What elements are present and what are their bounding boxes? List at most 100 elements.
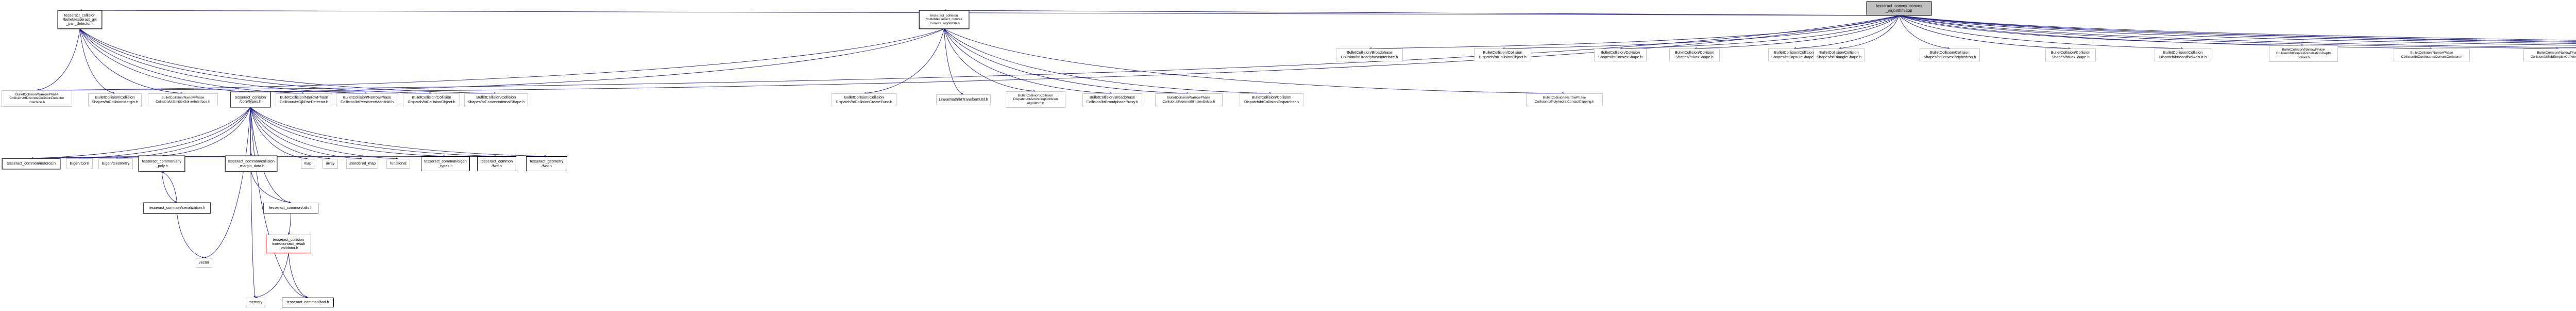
graph-edge [31,107,251,160]
graph-edge [79,28,115,94]
graph-edge [79,28,432,95]
graph-node[interactable]: Eigen/Geometry [98,158,133,169]
graph-edge [1369,15,1900,50]
graph-edge [250,107,331,160]
graph-edge [250,28,944,93]
graph-node[interactable]: BulletCollision/NarrowPhase Collision/bt… [2394,48,2470,61]
graph-node[interactable]: memory [246,298,265,307]
graph-edge [250,107,256,298]
graph-edge [1899,15,2304,47]
graph-node[interactable]: tesseract_collision /core/contact_result… [266,235,311,253]
graph-edge [255,253,289,299]
graph-node[interactable]: tesseract_collision /core/types.h [230,92,270,107]
graph-edge [250,107,446,158]
graph-edge [1899,15,1950,50]
graph-edge [251,171,291,204]
graph-edge [1899,15,2576,48]
graph-edge [79,28,251,93]
graph-edge [79,28,183,94]
graph-node[interactable]: array [323,159,338,169]
graph-edge [161,107,251,157]
graph-node[interactable]: BulletCollision/Collision Shapes/btConve… [464,93,528,106]
graph-edge [1694,15,1900,50]
graph-node[interactable]: BulletCollision/Collision Dispatch/btAct… [1006,91,1065,108]
graph-node[interactable]: BulletCollision/Collision Dispatch/btCol… [832,93,896,106]
graph-edge [79,28,497,95]
graph-node[interactable]: tesseract_geometry /fwd.h [526,156,567,171]
graph-node[interactable]: map [301,159,314,169]
graph-edge [1839,15,1900,50]
graph-edge [1793,15,1900,50]
graph-node[interactable]: BulletCollision/Collision Dispatch/btCol… [1240,93,1303,106]
graph-node[interactable]: tesseract_common/fwd.h [282,298,334,307]
graph-edge [161,171,177,203]
graph-node[interactable]: BulletCollision/Collision Shapes/btBoxSh… [2045,48,2096,61]
graph-edge [944,28,964,95]
graph-node[interactable]: BulletCollision/Collision Shapes/btBoxSh… [1669,48,1720,61]
graph-edge [250,107,291,204]
graph-edge [944,9,1900,16]
graph-node[interactable]: tesseract_common/serialization.h [143,203,211,214]
graph-edge [79,28,367,95]
graph-node[interactable]: BulletCollision/Broadphase Collision/btB… [1336,48,1403,61]
graph-node[interactable]: BulletCollision/Collision Dispatch/btCol… [403,93,460,106]
graph-node[interactable]: tesseract_common/macros.h [2,158,60,169]
graph-node[interactable]: tesseract_common/any _poly.h [139,156,185,172]
graph-edge [1899,15,2576,43]
graph-node[interactable]: LinearMath/btTransformUtil.h [936,94,991,105]
graph-node[interactable]: BulletCollision/Broadphase Collision/btB… [1082,93,1142,106]
graph-node[interactable]: BulletCollision/NarrowPhase Collision/bt… [276,93,332,106]
graph-edge [37,28,80,91]
graph-edge [204,107,251,259]
graph-node[interactable]: BulletCollision/NarrowPhase Collision/bt… [148,93,218,106]
graph-node[interactable]: tesseract_collision /bullet/tesseract_co… [919,10,969,29]
graph-edge [1899,15,2432,50]
graph-edge [79,107,251,160]
graph-edge [250,107,308,160]
graph-node[interactable]: vector [196,258,212,268]
graph-node[interactable]: BulletCollision/NarrowPhase Collision/bt… [1526,93,1603,106]
graph-edge [944,28,1565,95]
graph-edge [1899,15,2576,46]
graph-node[interactable]: BulletCollision/NarrowPhase Collision/bt… [2523,48,2576,61]
graph-node[interactable]: Eigen/Core [66,158,93,169]
graph-node[interactable]: tesseract_common/utils.h [263,203,318,214]
graph-node[interactable]: BulletCollision/NarrowPhase Collision/bt… [336,93,398,106]
graph-edge [1899,15,2576,41]
graph-node[interactable]: functional [386,159,410,169]
graph-edge [863,28,944,94]
graph-node[interactable]: tesseract_common/collision _margin_data.… [225,156,277,172]
graph-edge [250,107,497,158]
graph-node[interactable]: BulletCollision/Collision Shapes/btColli… [88,93,142,106]
graph-node[interactable]: tesseract_collision /bullet/tesseract_gj… [58,10,102,29]
graph-edge [1899,15,2576,42]
graph-edge [1899,15,2559,50]
graph-node[interactable]: tesseract_common/eigen _types.h [421,156,470,171]
graph-edge [1899,15,2576,44]
graph-node[interactable]: BulletCollision/Collision Dispatch/btCol… [1474,48,1531,61]
graph-edge [944,28,1113,95]
graph-node[interactable]: unordered_map [346,159,378,169]
graph-edge [250,107,547,158]
graph-node[interactable]: BulletCollision/NarrowPhase Collision/bt… [2269,45,2338,62]
graph-edge [177,213,205,259]
graph-node[interactable]: BulletCollision/NarrowPhase Collision/bt… [1155,93,1223,106]
graph-root-node[interactable]: tesseract_convex_convex _algorithm.cpp [1867,2,1931,15]
graph-node[interactable]: BulletCollision/Collision Shapes/btConve… [1920,48,1980,61]
graph-edge [288,213,291,235]
graph-edge [250,107,399,160]
graph-edge [944,28,1272,95]
graph-node[interactable]: BulletCollision/NarrowPhase Collision/bt… [2,90,72,107]
graph-node[interactable]: BulletCollision/Collision Shapes/btConve… [1594,48,1647,61]
graph-edge [37,28,944,92]
graph-edge [250,15,1900,93]
graph-edge [79,28,304,95]
graph-edge [1620,15,1900,50]
graph-edge [115,107,251,160]
graph-node[interactable]: tesseract_common /fwd.h [477,156,516,171]
graph-node[interactable]: BulletCollision/Collision Shapes/btTrian… [1814,48,1865,61]
graph-node[interactable]: BulletCollision/Collision Dispatch/btMan… [2155,48,2211,61]
graph-node[interactable]: BulletCollision/Collision Shapes/btCapsu… [1768,48,1820,61]
